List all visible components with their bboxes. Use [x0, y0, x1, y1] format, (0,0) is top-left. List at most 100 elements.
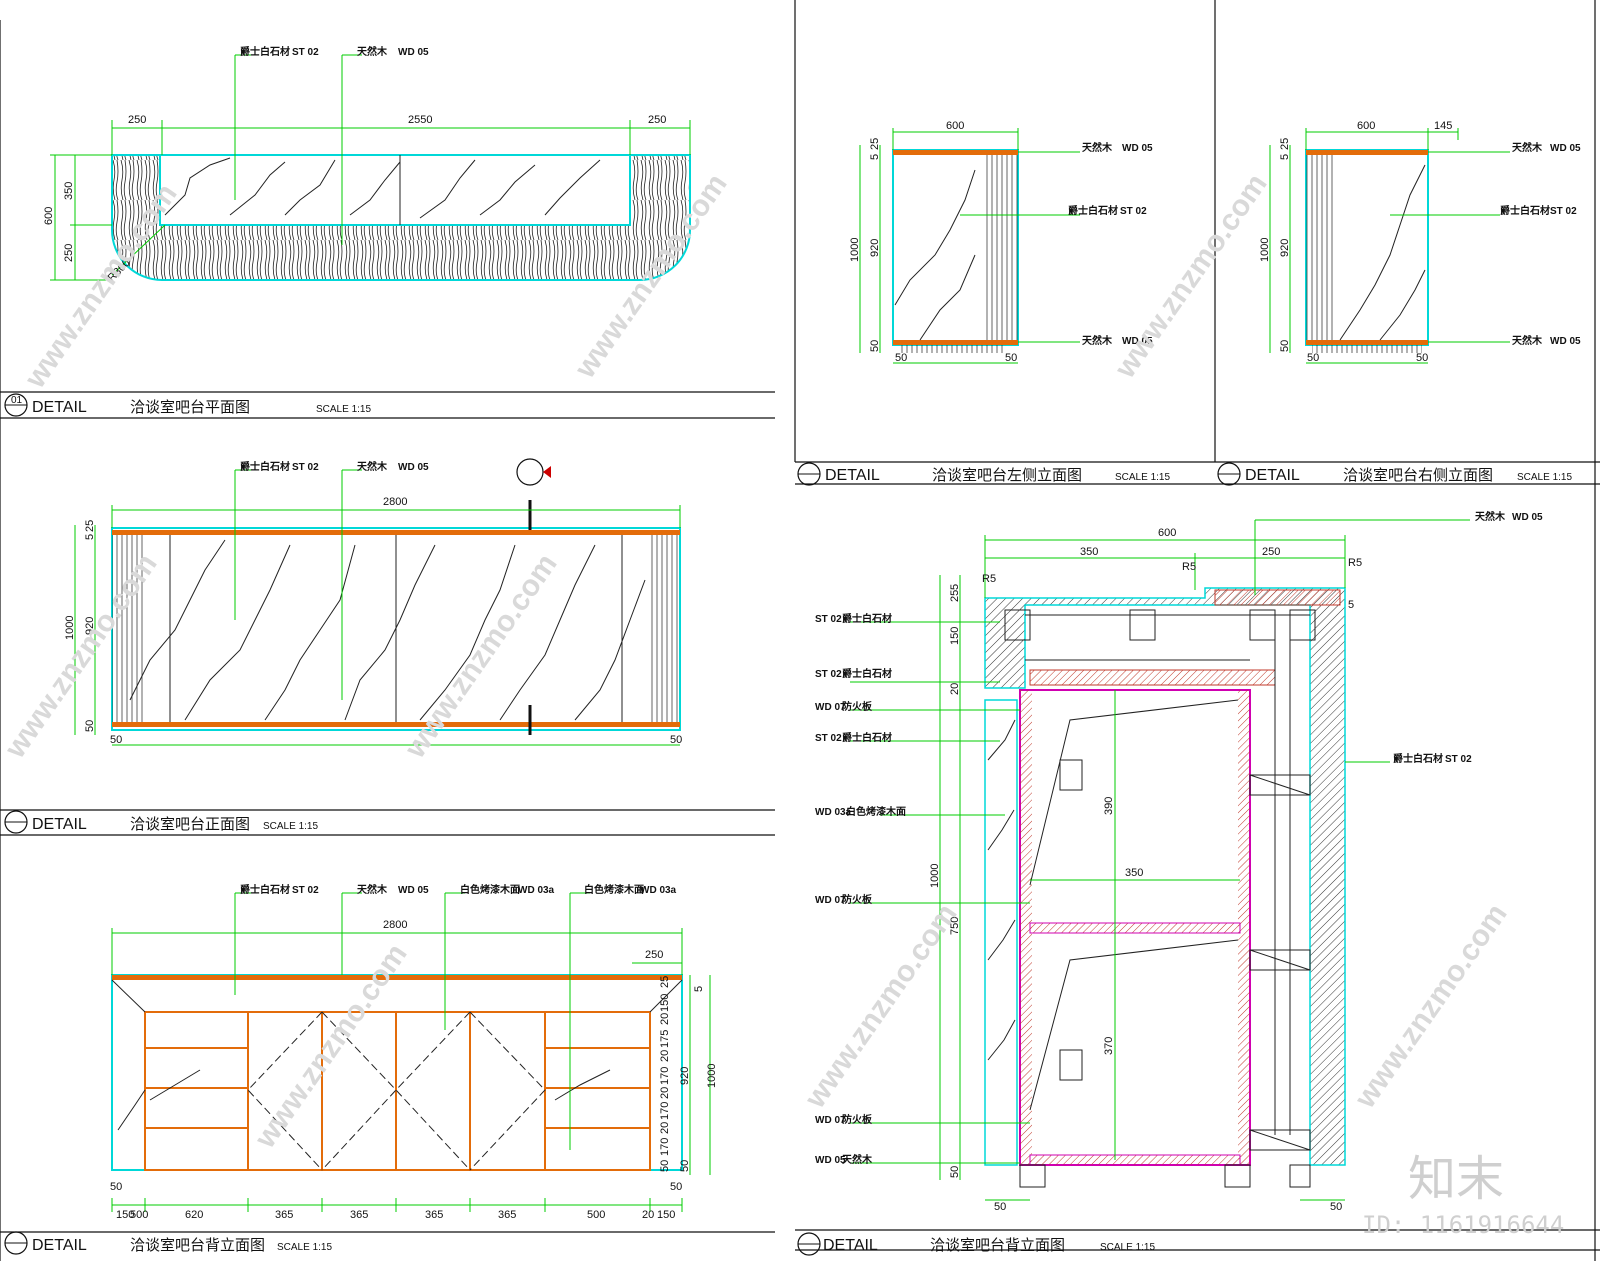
front-wood-base — [112, 722, 680, 727]
front-elevation-drawing: 2800 5 25 1000 920 50 50 50 爵士白石材 ST 02 … — [4, 458, 682, 834]
back-marble-veins — [111, 979, 683, 1131]
back-label-stone: 爵士白石材 — [240, 883, 290, 896]
right-wood-base — [1306, 340, 1428, 345]
section-label-fireboard-1: 防火板 — [842, 700, 873, 713]
back-label-paint-a: 白色烤漆木面 — [460, 883, 520, 896]
plan-dim-250-left: 250 — [128, 114, 146, 126]
section-label-wood-base: 天然木 — [842, 1153, 873, 1166]
section-dim-r5-c: R5 — [1348, 557, 1362, 569]
plan-dim-600: 600 — [43, 207, 55, 225]
back-dim-side-5: 5 — [693, 986, 705, 992]
plan-scale: SCALE 1:15 — [316, 404, 371, 415]
plan-dim-350: 350 — [63, 182, 75, 200]
back-code-paint-b: WD 03a — [640, 885, 677, 896]
back-dim-side-170-b: 170 — [659, 1102, 671, 1120]
left-label-wood-top: 天然木 — [1082, 141, 1113, 154]
left-elevation-drawing: 600 5 25 1000 920 50 50 50 天然木 WD 05 爵士白… — [797, 120, 1170, 486]
section-shelf — [1029, 922, 1241, 934]
right-label-wood-base: 天然木 — [1512, 334, 1543, 347]
front-dim-25: 25 — [84, 520, 96, 532]
section-dim-600: 600 — [1158, 527, 1176, 539]
front-dim-50-side: 50 — [84, 720, 96, 732]
front-section-symbol — [516, 458, 544, 486]
back-code-stone: ST 02 — [292, 885, 319, 896]
back-dim-bottom-20: 20 — [642, 1209, 654, 1221]
back-dim-bottom-365-a: 365 — [275, 1209, 293, 1221]
section-dim-1000: 1000 — [929, 864, 941, 888]
back-dim-bottom-500-right: 500 — [587, 1209, 605, 1221]
back-dim-bottom-365-c: 365 — [425, 1209, 443, 1221]
section-cabinet-side-left — [1020, 690, 1032, 1165]
right-dim-50-b: 50 — [1416, 352, 1428, 364]
section-left-veins — [987, 719, 1016, 1061]
back-dim-side-1000: 1000 — [706, 1064, 718, 1088]
right-dim-50-a: 50 — [1307, 352, 1319, 364]
front-label-stone: 爵士白石材 — [240, 460, 290, 473]
right-marble-veins — [1339, 164, 1426, 341]
left-detail-label: DETAIL — [825, 467, 880, 484]
back-dim-side-20-d: 20 — [659, 1122, 671, 1134]
section-scale: SCALE 1:15 — [1100, 1242, 1155, 1253]
left-plinth — [900, 345, 1005, 353]
section-title: 洽谈室吧台背立面图 — [930, 1236, 1065, 1254]
section-dim-50-side: 50 — [949, 1166, 961, 1178]
right-plinth — [1312, 345, 1422, 353]
plan-dim-lines — [50, 54, 691, 281]
section-label-stone-3: 爵士白石材 — [842, 731, 892, 744]
section-wood-top — [1214, 589, 1341, 606]
back-wood-top — [112, 975, 682, 980]
left-label-wood-base: 天然木 — [1082, 334, 1113, 347]
section-dim-r5-a: R5 — [982, 573, 996, 585]
front-dim-50-b: 50 — [670, 734, 682, 746]
section-code-fireboard-2: WD 07 — [815, 895, 846, 906]
section-inner-top — [1029, 669, 1276, 686]
watermark-id: ID: 1161916644 — [1362, 1211, 1564, 1239]
plan-code-wood: WD 05 — [398, 47, 429, 58]
back-dim-bottom-620: 620 — [185, 1209, 203, 1221]
right-dim-145: 145 — [1434, 120, 1452, 132]
plan-title: 洽谈室吧台平面图 — [130, 398, 250, 416]
right-dim-lines — [1269, 128, 1510, 364]
right-title: 洽谈室吧台右侧立面图 — [1343, 466, 1493, 484]
right-detail-label: DETAIL — [1245, 467, 1300, 484]
back-dim-bottom-365-b: 365 — [350, 1209, 368, 1221]
back-dim-bottom-150-right: 150 — [657, 1209, 675, 1221]
back-dim-side-50: 50 — [659, 1160, 671, 1172]
section-dim-150: 150 — [949, 627, 961, 645]
left-dim-1000: 1000 — [849, 238, 861, 262]
front-dim-50-a: 50 — [110, 734, 122, 746]
back-code-paint-a: WD 03a — [518, 885, 555, 896]
back-dim-side-25: 25 — [659, 976, 671, 988]
front-label-wood: 天然木 — [357, 460, 388, 473]
back-dim-bottom-365-d: 365 — [498, 1209, 516, 1221]
right-dim-25: 25 — [1279, 138, 1291, 150]
front-left-grain — [112, 535, 144, 722]
section-dim-50-left: 50 — [994, 1201, 1006, 1213]
section-code-stone-right: ST 02 — [1445, 754, 1472, 765]
front-scale: SCALE 1:15 — [263, 821, 318, 832]
section-code-wood-top: WD 05 — [1512, 512, 1543, 523]
left-code-wood-base: WD 05 — [1122, 336, 1153, 347]
section-dim-750: 750 — [949, 917, 961, 935]
back-label-wood: 天然木 — [357, 883, 388, 896]
right-dim-5: 5 — [1279, 154, 1291, 160]
section-label-fireboard-2: 防火板 — [842, 893, 873, 906]
back-dim-bottom-500-left: 500 — [130, 1209, 148, 1221]
section-code-stone-1: ST 02 — [815, 614, 842, 625]
section-detail-label: DETAIL — [823, 1237, 878, 1254]
section-code-fireboard-3: WD 07 — [815, 1115, 846, 1126]
left-dim-lines — [859, 128, 1080, 364]
front-section-arrow — [543, 466, 551, 478]
front-title: 洽谈室吧台正面图 — [130, 815, 250, 833]
back-dim-bottom-150-left: 150 — [116, 1209, 134, 1221]
left-code-wood-top: WD 05 — [1122, 143, 1153, 154]
plan-code-stone: ST 02 — [292, 47, 319, 58]
watermark-site-8: www.znzmo.com — [1348, 898, 1514, 1115]
left-dim-920: 920 — [869, 239, 881, 257]
left-dim-50-a: 50 — [895, 352, 907, 364]
left-scale: SCALE 1:15 — [1115, 472, 1170, 483]
section-dim-lines — [850, 519, 1470, 1201]
section-dim-20: 20 — [949, 683, 961, 695]
left-dim-600: 600 — [946, 120, 964, 132]
